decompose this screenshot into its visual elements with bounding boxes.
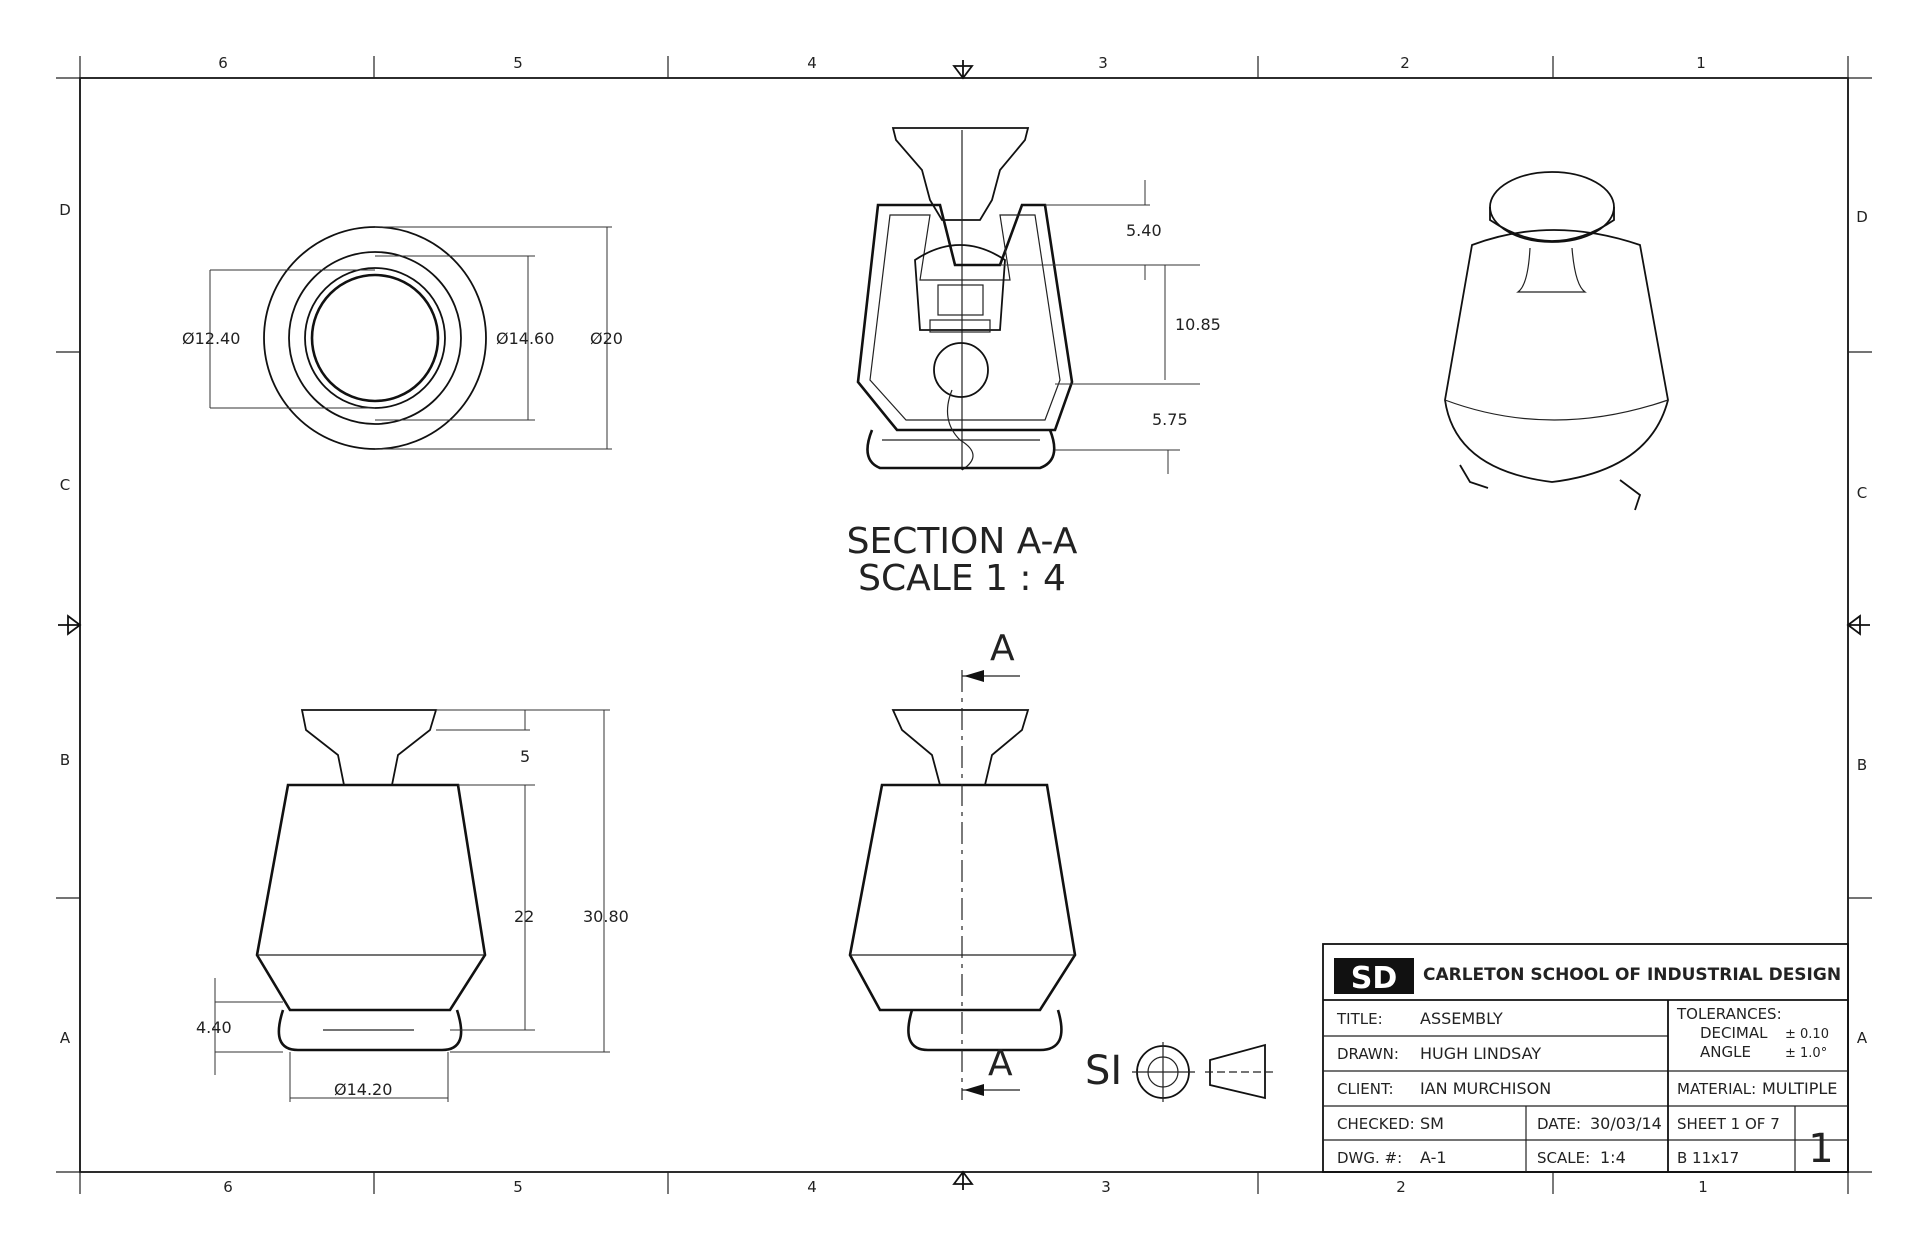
- dwg-value: A-1: [1420, 1148, 1447, 1167]
- school-logo: [1334, 958, 1414, 994]
- decimal-value: ± 0.10: [1785, 1027, 1829, 1042]
- col-label-top: 4: [807, 54, 817, 72]
- title-value: ASSEMBLY: [1420, 1009, 1503, 1028]
- drawn-value: HUGH LINDSAY: [1420, 1044, 1541, 1063]
- col-label-bottom: 4: [807, 1178, 817, 1196]
- isometric-view: [1444, 171, 1669, 511]
- title-label: TITLE:: [1336, 1010, 1383, 1028]
- col-label-top: 2: [1400, 54, 1410, 72]
- dim-dia-mid: Ø14.60: [496, 329, 554, 348]
- projection-symbol: SI: [1085, 1042, 1275, 1102]
- client-value: IAN MURCHISON: [1420, 1079, 1551, 1098]
- row-label-left: A: [60, 1029, 71, 1047]
- row-label-right: B: [1857, 756, 1867, 774]
- tolerances-label: TOLERANCES:: [1676, 1005, 1782, 1023]
- school-logo-text: SD: [1351, 961, 1398, 996]
- row-label-right: D: [1856, 208, 1868, 226]
- dim-section-mid: 10.85: [1175, 315, 1221, 334]
- dim-section-top: 5.40: [1126, 221, 1162, 240]
- row-label-right: C: [1857, 484, 1867, 502]
- checked-label: CHECKED:: [1337, 1115, 1415, 1133]
- date-value: 30/03/14: [1590, 1114, 1662, 1133]
- date-label: DATE:: [1537, 1115, 1581, 1133]
- dwg-label: DWG. #:: [1337, 1149, 1402, 1167]
- title-block: SD CARLETON SCHOOL OF INDUSTRIAL DESIGN …: [1322, 943, 1849, 1173]
- dim-dia-outer: Ø20: [590, 329, 623, 348]
- cut-label-bottom: A: [988, 1043, 1013, 1084]
- col-label-top: 6: [218, 54, 228, 72]
- col-label-bottom: 2: [1396, 1178, 1406, 1196]
- client-label: CLIENT:: [1337, 1080, 1394, 1098]
- school-name: CARLETON SCHOOL OF INDUSTRIAL DESIGN: [1423, 965, 1841, 985]
- material-value: MULTIPLE: [1762, 1079, 1837, 1098]
- revision-number: 1: [1808, 1126, 1833, 1172]
- dim-dia-inner: Ø12.40: [182, 329, 240, 348]
- section-scale: SCALE 1 : 4: [858, 558, 1066, 599]
- decimal-label: DECIMAL: [1700, 1024, 1768, 1042]
- row-label-left: C: [60, 476, 70, 494]
- section-view: 5.40 10.85 5.75 SECTION A-A SCALE 1 : 4: [847, 127, 1221, 599]
- dim-body: 22: [514, 907, 534, 926]
- dim-total: 30.80: [583, 907, 629, 926]
- scale-label: SCALE:: [1537, 1149, 1590, 1167]
- section-title: SECTION A-A: [847, 521, 1078, 562]
- row-label-left: D: [59, 201, 71, 219]
- row-label-left: B: [60, 751, 70, 769]
- row-label-right: A: [1857, 1029, 1868, 1047]
- material-label: MATERIAL:: [1677, 1080, 1756, 1098]
- top-view: Ø12.40 Ø14.60 Ø20: [182, 226, 623, 450]
- sheet-size: B 11x17: [1677, 1149, 1739, 1167]
- col-label-bottom: 3: [1101, 1178, 1111, 1196]
- col-label-top: 1: [1696, 54, 1706, 72]
- col-label-top: 3: [1098, 54, 1108, 72]
- dim-base-dia: Ø14.20: [334, 1080, 392, 1099]
- dim-section-bottom: 5.75: [1152, 410, 1188, 429]
- border-frame: [56, 56, 1872, 1194]
- projection-si-label: SI: [1085, 1048, 1122, 1094]
- drawn-label: DRAWN:: [1337, 1045, 1399, 1063]
- cut-label-top: A: [990, 628, 1015, 669]
- col-label-bottom: 1: [1698, 1178, 1708, 1196]
- col-label-bottom: 6: [223, 1178, 233, 1196]
- angle-value: ± 1.0°: [1785, 1046, 1827, 1061]
- front-view: 5 22 30.80 4.40 Ø14.20: [196, 709, 629, 1102]
- side-view: A A: [848, 628, 1077, 1100]
- checked-value: SM: [1420, 1114, 1444, 1133]
- scale-value: 1:4: [1600, 1148, 1626, 1167]
- angle-label: ANGLE: [1700, 1043, 1751, 1061]
- col-label-top: 5: [513, 54, 523, 72]
- col-label-bottom: 5: [513, 1178, 523, 1196]
- dim-cap: 5: [520, 747, 530, 766]
- sheet-number: SHEET 1 OF 7: [1677, 1115, 1780, 1133]
- dim-feet: 4.40: [196, 1018, 232, 1037]
- zone-labels: 6 5 4 3 2 1 6 5 4 3 2 1 D C B A D C B A: [59, 54, 1868, 1196]
